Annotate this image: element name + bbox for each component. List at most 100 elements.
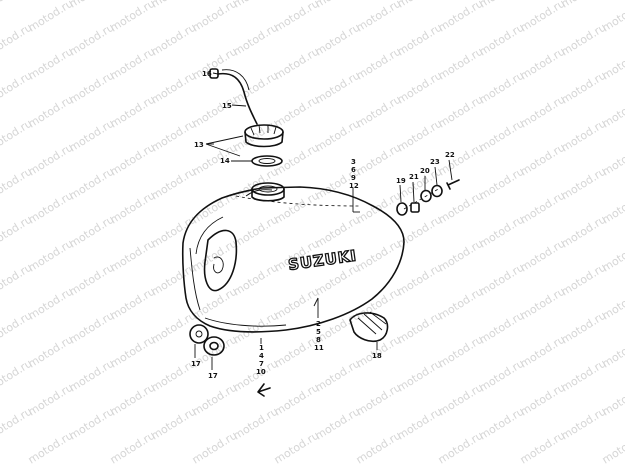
rear-bracket bbox=[349, 311, 389, 343]
watermark-text: motod.ru bbox=[108, 237, 158, 275]
callout-cushion-rubber: 23 bbox=[430, 158, 440, 166]
callout-bolt: 22 bbox=[445, 151, 455, 159]
watermark-text: motod.ru bbox=[67, 0, 117, 11]
watermark-text: motod.ru bbox=[190, 237, 240, 275]
watermark-text: motod.ru bbox=[272, 285, 322, 323]
watermark-text: motod.ru bbox=[354, 141, 404, 179]
watermark-text: motod.ru bbox=[67, 309, 117, 347]
watermark-text: motod.ru bbox=[436, 333, 486, 371]
watermark-text: motod.ru bbox=[518, 381, 568, 419]
watermark-text: motod.ru bbox=[395, 21, 445, 59]
watermark-text: motod.ru bbox=[149, 261, 199, 299]
watermark-text: motod.ru bbox=[477, 213, 527, 251]
callout-washer-inner: 20 bbox=[420, 167, 430, 175]
bolt bbox=[446, 179, 460, 190]
watermark-text: motod.ru bbox=[313, 0, 363, 11]
watermark-text: motod.ru bbox=[518, 0, 568, 35]
watermark-text: motod.ru bbox=[231, 405, 281, 443]
watermark-text: motod.ru bbox=[26, 0, 76, 35]
watermark-text: motod.ru bbox=[26, 141, 76, 179]
watermark-text: motod.ru bbox=[108, 189, 158, 227]
watermark-text: motod.ru bbox=[149, 21, 199, 59]
callout-stack-b-1: 5 bbox=[316, 328, 321, 336]
watermark-text: motod.ru bbox=[436, 141, 486, 179]
watermark-text: motod.ru bbox=[436, 429, 486, 467]
callout-stack-a-3: 12 bbox=[349, 182, 359, 190]
watermark-text: motod.ru bbox=[559, 357, 609, 395]
watermark-text: motod.ru bbox=[0, 0, 34, 11]
watermark-text: motod.ru bbox=[0, 21, 34, 59]
washer-inner bbox=[420, 189, 432, 203]
watermark-text: motod.ru bbox=[559, 117, 609, 155]
watermark-text: motod.ru bbox=[26, 189, 76, 227]
watermark-text: motod.ru bbox=[190, 45, 240, 83]
watermark-text: motod.ru bbox=[395, 0, 445, 11]
watermark-text: motod.ru bbox=[231, 21, 281, 59]
watermark-text: motod.ru bbox=[149, 309, 199, 347]
watermark-text: motod.ru bbox=[108, 45, 158, 83]
watermark-text: motod.ru bbox=[313, 357, 363, 395]
watermark-text: motod.ru bbox=[149, 405, 199, 443]
callout-stack-b-0: 2 bbox=[316, 320, 321, 328]
watermark-text: motod.ru bbox=[477, 261, 527, 299]
callout-stack-c-0: 1 bbox=[259, 344, 264, 352]
watermark-text: motod.ru bbox=[26, 237, 76, 275]
watermark-text: motod.ru bbox=[26, 429, 76, 467]
watermark-text: motod.ru bbox=[354, 429, 404, 467]
watermark-text: motod.ru bbox=[272, 429, 322, 467]
watermark-text: motod.ru bbox=[313, 69, 363, 107]
mounting-hardware bbox=[396, 179, 460, 216]
watermark-text: motod.ru bbox=[108, 93, 158, 131]
washer-outer bbox=[396, 202, 408, 216]
callout-stack-a-1: 6 bbox=[351, 166, 356, 174]
watermark-text: motod.ru bbox=[518, 93, 568, 131]
watermark-text: motod.ru bbox=[149, 0, 199, 11]
watermark-text: motod.ru bbox=[559, 213, 609, 251]
callout-spacer: 21 bbox=[409, 173, 419, 181]
leader-lines bbox=[194, 72, 453, 370]
watermark-text: motod.ru bbox=[518, 237, 568, 275]
watermark-text: motod.ru bbox=[477, 405, 527, 443]
watermark-text: motod.ru bbox=[436, 381, 486, 419]
watermark-text: motod.ru bbox=[149, 117, 199, 155]
watermark-text: motod.ru bbox=[108, 429, 158, 467]
watermark-text: motod.ru bbox=[477, 69, 527, 107]
watermark-text: motod.ru bbox=[0, 309, 34, 347]
cushion-right bbox=[203, 336, 225, 356]
callout-labels: 16 15 13 14 3 6 9 12 2 5 8 11 1 4 7 10 1… bbox=[191, 70, 455, 380]
callout-stack-b-3: 11 bbox=[314, 344, 324, 352]
watermark-text: motod.ru bbox=[190, 429, 240, 467]
watermark-text: motod.ru bbox=[559, 309, 609, 347]
watermark-text: motod.ru bbox=[149, 213, 199, 251]
watermark-text: motod.ru bbox=[108, 381, 158, 419]
watermark-text: motod.ru bbox=[67, 405, 117, 443]
watermark-text: motod.ru bbox=[477, 165, 527, 203]
callout-stack-a-2: 9 bbox=[351, 174, 356, 182]
watermark-text: motod.ru bbox=[354, 189, 404, 227]
watermark-text: motod.ru bbox=[26, 381, 76, 419]
watermark-text: motod.ru bbox=[518, 285, 568, 323]
watermark-text: motod.ru bbox=[354, 285, 404, 323]
watermark-text: motod.ru bbox=[0, 213, 34, 251]
watermark-text: motod.ru bbox=[518, 189, 568, 227]
watermark-text: motod.ru bbox=[0, 405, 34, 443]
watermark-text: motod.ru bbox=[395, 357, 445, 395]
callout-rear-bracket: 18 bbox=[372, 352, 382, 360]
fuel-tank bbox=[181, 182, 405, 333]
watermark-text: motod.ru bbox=[600, 429, 625, 467]
watermark-text: motod.ru bbox=[518, 45, 568, 83]
watermark-text: motod.ru bbox=[108, 0, 158, 35]
watermark-text: motod.ru bbox=[395, 261, 445, 299]
watermark-text: motod.ru bbox=[67, 357, 117, 395]
watermark-text: motod.ru bbox=[354, 381, 404, 419]
callout-cap: 13 bbox=[194, 141, 204, 149]
watermark-text: motod.ru bbox=[313, 21, 363, 59]
watermark-text: motod.ru bbox=[231, 261, 281, 299]
watermark-text: motod.ru bbox=[272, 189, 322, 227]
watermark-text: motod.ru bbox=[436, 189, 486, 227]
callout-cushion-right: 17 bbox=[208, 372, 218, 380]
watermark-text: motod.ru bbox=[26, 285, 76, 323]
watermark-text: motod.ru bbox=[108, 141, 158, 179]
